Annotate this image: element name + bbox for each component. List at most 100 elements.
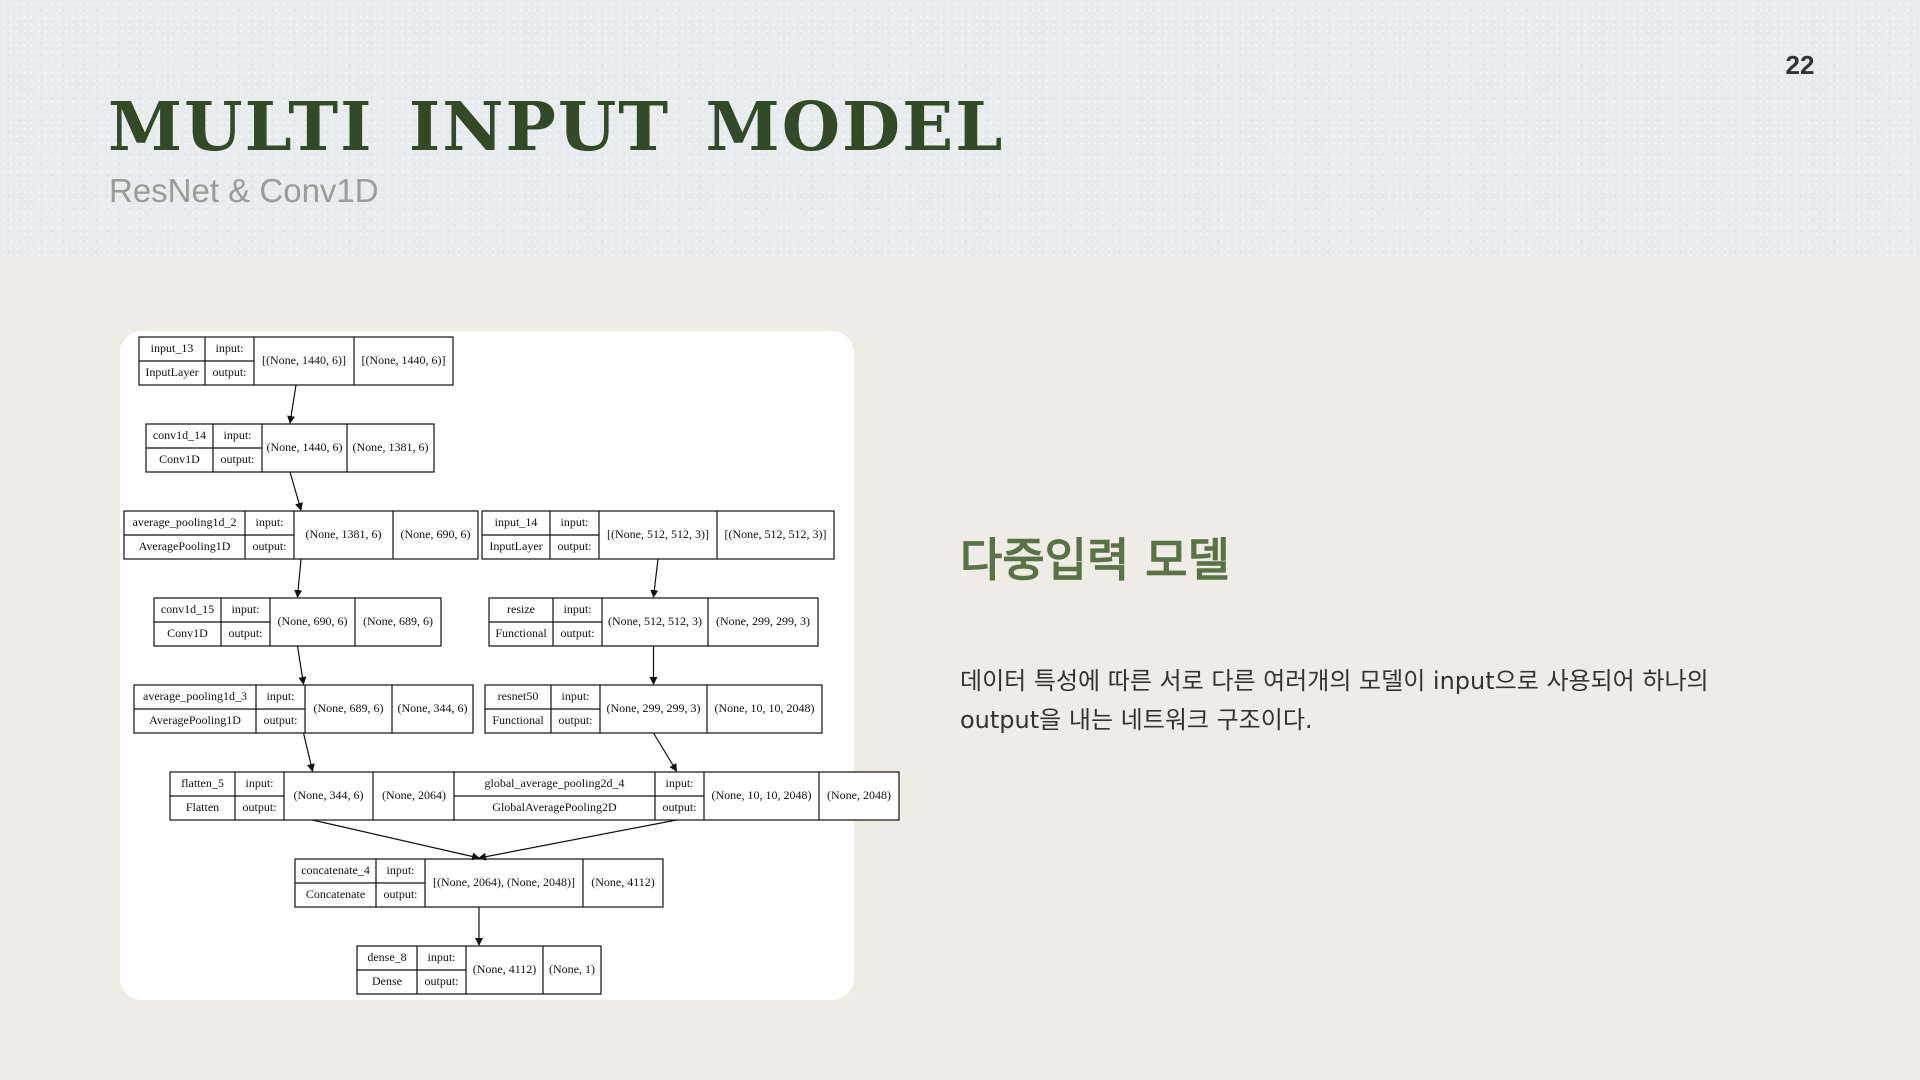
- layer-type: Dense: [372, 974, 402, 988]
- layer-name: resize: [507, 602, 535, 616]
- input-port-label: input:: [561, 689, 589, 703]
- input-port-label: input:: [386, 863, 414, 877]
- edge-gap2d-4-to-concatenate-4: [478, 819, 677, 861]
- output-shape: (None, 2048): [827, 788, 891, 802]
- layer-name: average_pooling1d_2: [133, 515, 237, 529]
- input-port-label: input:: [665, 776, 693, 790]
- input-shape: (None, 690, 6): [278, 614, 348, 628]
- input-port-label: input:: [560, 515, 588, 529]
- input-shape: [(None, 512, 512, 3)]: [607, 527, 709, 541]
- input-shape: (None, 299, 299, 3): [607, 701, 701, 715]
- input-port-label: input:: [427, 950, 455, 964]
- output-port-label: output:: [228, 626, 262, 640]
- output-shape: (None, 1): [549, 962, 595, 976]
- layer-type: Conv1D: [167, 626, 208, 640]
- layer-type: AveragePooling1D: [139, 539, 231, 553]
- header-band: [0, 0, 1920, 256]
- input-shape: (None, 512, 512, 3): [608, 614, 702, 628]
- input-shape: (None, 1381, 6): [306, 527, 382, 541]
- input-port-label: input:: [266, 689, 294, 703]
- layer-name: input_14: [495, 515, 538, 529]
- edge-conv1d-15-to-avgpool-3: [296, 645, 307, 685]
- layer-name: concatenate_4: [301, 863, 370, 877]
- edge-input-14-to-resize: [650, 558, 659, 598]
- layer-name: resnet50: [498, 689, 539, 703]
- input-port-label: input:: [563, 602, 591, 616]
- page-number: 22: [1785, 50, 1815, 80]
- output-shape: (None, 2064): [382, 788, 446, 802]
- output-port-label: output:: [662, 800, 696, 814]
- edge-avgpool-2-to-conv1d-15: [294, 558, 303, 598]
- input-shape: (None, 4112): [473, 962, 537, 976]
- output-shape: [(None, 512, 512, 3)]: [725, 527, 827, 541]
- layer-node-gap2d-4: global_average_pooling2d_4GlobalAverageP…: [453, 771, 900, 821]
- output-port-label: output:: [560, 626, 594, 640]
- output-port-label: output:: [263, 713, 297, 727]
- slide-subtitle: ResNet & Conv1D: [109, 172, 379, 209]
- input-shape: (None, 1440, 6): [267, 440, 343, 454]
- layer-name: flatten_5: [181, 776, 224, 790]
- input-port-label: input:: [223, 428, 251, 442]
- slide-title: multi input model: [108, 60, 1005, 173]
- input-port-label: input:: [255, 515, 283, 529]
- input-port-label: input:: [245, 776, 273, 790]
- output-port-label: output:: [383, 887, 417, 901]
- layer-name: input_13: [151, 341, 194, 355]
- layer-type: Concatenate: [306, 887, 365, 901]
- output-shape: (None, 299, 299, 3): [716, 614, 810, 628]
- edge-conv1d-14-to-avgpool-2: [289, 471, 303, 511]
- layer-type: Functional: [495, 626, 547, 640]
- output-port-label: output:: [557, 539, 591, 553]
- edge-resnet50-to-gap2d-4: [652, 732, 678, 772]
- input-port-label: input:: [231, 602, 259, 616]
- input-shape: (None, 689, 6): [314, 701, 384, 715]
- input-shape: [(None, 1440, 6)]: [262, 353, 346, 367]
- edge-flatten-5-to-concatenate-4: [312, 819, 480, 861]
- output-shape: (None, 10, 10, 2048): [715, 701, 815, 715]
- output-port-label: output:: [220, 452, 254, 466]
- section-heading: 다중입력 모델: [960, 533, 1230, 587]
- output-port-label: output:: [242, 800, 276, 814]
- edge-avgpool-3-to-flatten-5: [302, 732, 315, 772]
- output-shape: (None, 689, 6): [363, 614, 433, 628]
- layer-name: average_pooling1d_3: [143, 689, 247, 703]
- layer-name: global_average_pooling2d_4: [485, 776, 625, 790]
- layer-type: AveragePooling1D: [149, 713, 241, 727]
- input-shape: [(None, 2064), (None, 2048)]: [433, 875, 575, 889]
- output-port-label: output:: [212, 365, 246, 379]
- output-port-label: output:: [252, 539, 286, 553]
- input-shape: (None, 344, 6): [294, 788, 364, 802]
- layer-name: dense_8: [367, 950, 406, 964]
- layer-type: InputLayer: [145, 365, 198, 379]
- input-port-label: input:: [215, 341, 243, 355]
- layer-type: Functional: [492, 713, 544, 727]
- layer-type: GlobalAveragePooling2D: [492, 800, 617, 814]
- output-shape: (None, 344, 6): [398, 701, 468, 715]
- layer-name: conv1d_15: [161, 602, 214, 616]
- edge-input-13-to-conv1d-14: [287, 384, 297, 424]
- layer-type: Flatten: [186, 800, 219, 814]
- output-port-label: output:: [558, 713, 592, 727]
- description-text: 데이터 특성에 따른 서로 다른 여러개의 모델이 input으로 사용되어 하…: [960, 667, 1709, 734]
- layer-type: Conv1D: [159, 452, 200, 466]
- output-shape: [(None, 1440, 6)]: [362, 353, 446, 367]
- output-shape: (None, 4112): [591, 875, 655, 889]
- layer-type: InputLayer: [489, 539, 542, 553]
- layer-name: conv1d_14: [153, 428, 206, 442]
- input-shape: (None, 10, 10, 2048): [712, 788, 812, 802]
- output-shape: (None, 690, 6): [401, 527, 471, 541]
- output-shape: (None, 1381, 6): [353, 440, 429, 454]
